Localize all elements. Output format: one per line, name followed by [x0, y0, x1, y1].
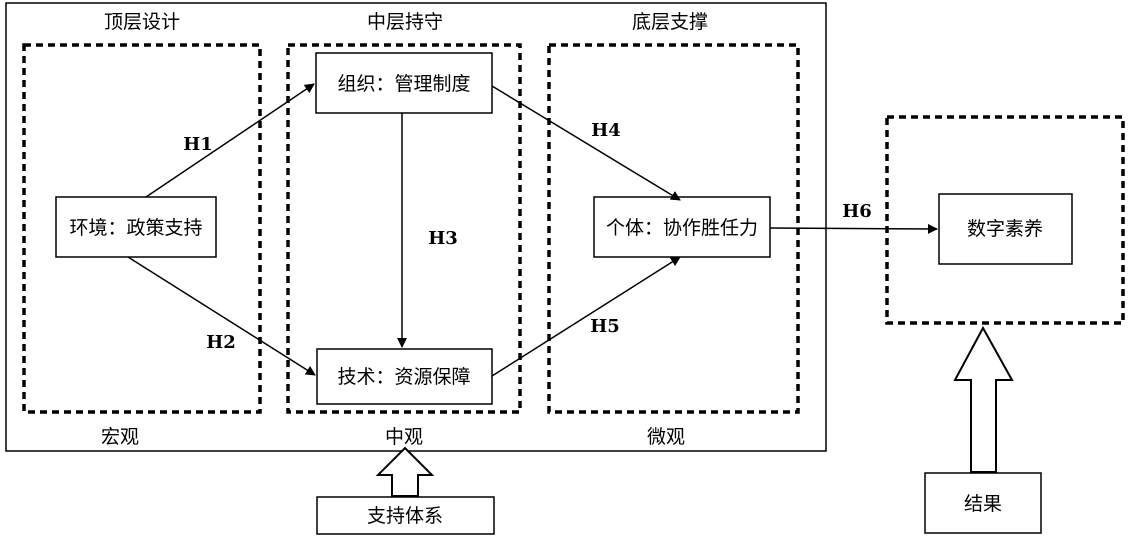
individual-node-label: 个体：协作胜任力 — [606, 217, 758, 239]
h5-arrow — [491, 256, 681, 377]
support-system-node-box — [316, 496, 495, 535]
h2-arrow — [127, 256, 316, 376]
technology-node-label: 技术：资源保障 — [337, 366, 470, 388]
digital-literacy-node-box — [938, 193, 1073, 265]
macro-dashed-frame — [22, 43, 262, 414]
outer-frame — [5, 2, 827, 452]
result-hollow-arrow — [953, 325, 1014, 473]
h2-label: H2 — [206, 332, 236, 353]
environment-node-label: 环境：政策支持 — [69, 217, 202, 239]
bottom-support-label: 底层支撑 — [632, 11, 708, 33]
meso-dashed-frame — [286, 43, 522, 414]
digital-literacy-node-label: 数字素养 — [967, 218, 1043, 240]
result-node-box — [924, 472, 1042, 534]
h4-arrow — [491, 85, 681, 201]
result-node-label: 结果 — [964, 493, 1002, 515]
h6-label: H6 — [842, 201, 872, 222]
middle-hold-label: 中层持守 — [367, 11, 443, 33]
technology-node-box — [316, 348, 493, 405]
support-hollow-arrow — [375, 446, 435, 497]
result-dashed-frame — [885, 115, 1125, 325]
support-system-node-label: 支持体系 — [367, 505, 443, 527]
h6-arrow — [769, 223, 938, 234]
macro-label: 宏观 — [101, 426, 139, 448]
organization-node-label: 组织：管理制度 — [337, 73, 470, 95]
micro-label: 微观 — [647, 426, 685, 448]
top-design-label: 顶层设计 — [104, 11, 180, 33]
h1-arrow — [145, 83, 315, 198]
environment-node-box — [55, 196, 217, 258]
organization-node-box — [315, 52, 493, 114]
h1-label: H1 — [183, 134, 213, 155]
meso-label: 中观 — [385, 426, 423, 448]
h5-label: H5 — [590, 316, 620, 337]
h4-label: H4 — [591, 120, 621, 141]
individual-node-box — [593, 196, 771, 258]
h3-label: H3 — [428, 228, 458, 249]
